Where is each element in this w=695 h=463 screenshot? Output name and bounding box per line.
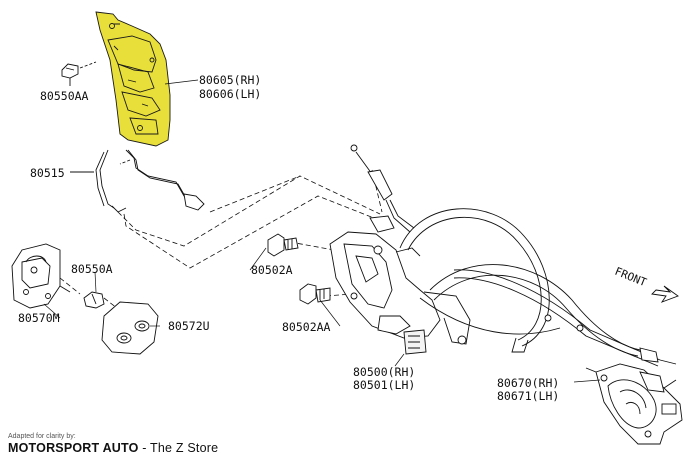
part-labels: 80605(RH) 80606(LH) 80550AA 80515 80502A… [18, 73, 559, 403]
label-80570M: 80570M [18, 311, 60, 325]
shim-80572U [101, 301, 159, 355]
label-80550AA: 80550AA [40, 89, 89, 103]
credit-store: - The Z Store [138, 441, 219, 455]
lock-cables [399, 208, 677, 367]
label-80670: 80670(RH) [497, 376, 559, 390]
screw-80550A [83, 291, 105, 309]
door-lock-actuator [329, 215, 471, 355]
label-80515: 80515 [30, 166, 65, 180]
lock-rod [350, 144, 415, 233]
bolt-80502A [267, 233, 299, 257]
screw-80550AA [61, 61, 97, 86]
bolt-80502AA [299, 283, 331, 305]
assembly-guides [59, 169, 385, 313]
credit-brand: MOTORSPORT AUTO [8, 441, 139, 455]
label-80572U: 80572U [168, 319, 210, 333]
label-80605: 80605(RH) [199, 73, 261, 87]
leader-lines [43, 247, 601, 383]
label-80502A: 80502A [251, 263, 293, 277]
cable-80515 [70, 149, 205, 213]
label-80550A: 80550A [71, 262, 113, 276]
label-80502AA: 80502AA [282, 320, 331, 334]
label-80500: 80500(RH) [353, 365, 415, 379]
front-direction: FRONT [613, 265, 679, 303]
label-80671: 80671(LH) [497, 389, 559, 403]
label-80501: 80501(LH) [353, 378, 415, 392]
credit-adapted: Adapted for clarity by: [8, 433, 76, 440]
label-80606: 80606(LH) [199, 87, 261, 101]
credit-brand-line: MOTORSPORT AUTO - The Z Store [8, 441, 218, 456]
credit-block: Adapted for clarity by: MOTORSPORT AUTO … [8, 432, 218, 456]
remote-control-assembly [585, 363, 683, 445]
front-label: FRONT [613, 265, 649, 290]
inside-handle-assembly [95, 11, 171, 147]
striker-80570M [11, 243, 71, 309]
front-arrow-icon [651, 285, 679, 303]
